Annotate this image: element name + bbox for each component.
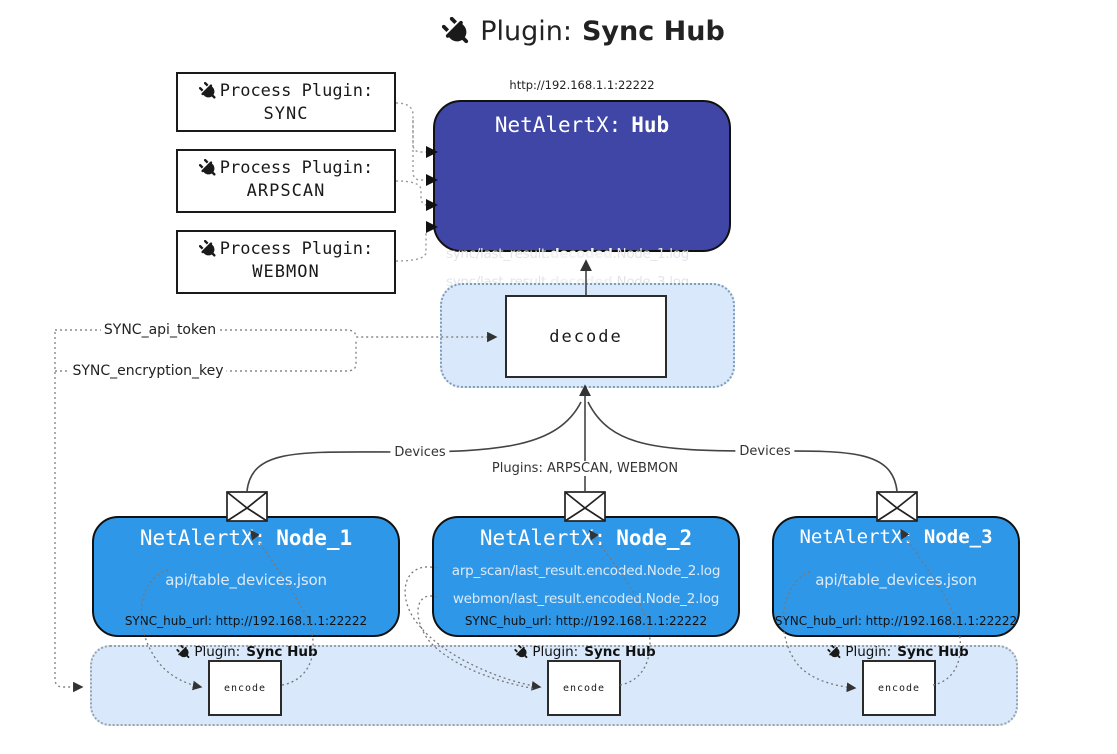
page-title: Plugin: Sync Hub xyxy=(50,16,1117,47)
plug-icon xyxy=(827,645,842,660)
node-hub-url: SYNC_hub_url: http://192.168.1.1:22222 xyxy=(124,614,368,628)
node-title: NetAlertX:Node_3 xyxy=(799,526,993,548)
sync-api-token-label: SYNC_api_token xyxy=(100,322,220,338)
devices-label-left: Devices xyxy=(390,445,450,460)
node-box-1: NetAlertX:Node_1 api/table_devices.json … xyxy=(92,516,400,637)
node-title: NetAlertX:Node_2 xyxy=(479,526,693,550)
node-file: arp_scan/last_result.encoded.Node_2.log xyxy=(451,563,721,579)
encode-plugin-label: Plugin:Sync Hub xyxy=(176,644,318,660)
page-title-name: Sync Hub xyxy=(581,16,725,47)
edge-sync-to-hub-2 xyxy=(412,120,426,181)
plug-icon xyxy=(199,82,218,101)
encode-box: encode xyxy=(208,660,282,716)
node-file: webmon/last_result.encoded.Node_2.log xyxy=(452,591,720,607)
plug-icon xyxy=(199,159,218,178)
process-plugin-label: Process Plugin: xyxy=(219,239,374,259)
encode-box: encode xyxy=(547,660,621,716)
edge-arpscan-to-hub xyxy=(395,180,428,206)
hub-title: NetAlertX:Hub xyxy=(494,113,670,137)
sync-encryption-key-label: SYNC_encryption_key xyxy=(69,363,227,379)
node-hub-url: SYNC_hub_url: http://192.168.1.1:22222 xyxy=(464,614,708,628)
node-file: api/table_devices.json xyxy=(815,571,977,589)
hub-log-line: sync/last_result.decoded.Node_1.log xyxy=(446,246,689,262)
plug-icon xyxy=(199,240,218,259)
page-title-prefix: Plugin: xyxy=(480,16,572,47)
node-title: NetAlertX:Node_1 xyxy=(139,526,353,550)
process-plugin-name: WEBMON xyxy=(252,262,320,282)
edge-sync-to-hub-1 xyxy=(395,102,426,153)
edge-keys-to-band xyxy=(54,332,84,693)
hub-url-label: http://192.168.1.1:22222 xyxy=(509,78,655,92)
process-plugin-label: Process Plugin: xyxy=(219,81,374,101)
process-plugin-name: ARPSCAN xyxy=(246,181,326,201)
process-plugin-label: Process Plugin: xyxy=(219,158,374,178)
plugins-label-middle: Plugins: ARPSCAN, WEBMON xyxy=(487,461,683,476)
process-plugin-box-webmon: Process Plugin: WEBMON xyxy=(176,230,396,294)
decode-box: decode xyxy=(505,295,667,378)
process-plugin-box-arpscan: Process Plugin: ARPSCAN xyxy=(176,149,396,213)
node-box-2: NetAlertX:Node_2 arp_scan/last_result.en… xyxy=(432,516,740,637)
process-plugin-box-sync: Process Plugin: SYNC xyxy=(176,72,396,132)
plug-icon xyxy=(442,17,472,47)
edge-webmon-to-hub xyxy=(395,226,433,262)
plug-icon xyxy=(514,645,529,660)
node-box-3: NetAlertX:Node_3 api/table_devices.json … xyxy=(772,516,1020,637)
encode-plugin-label: Plugin:Sync Hub xyxy=(514,644,656,660)
encode-plugin-label: Plugin:Sync Hub xyxy=(827,644,969,660)
encode-box: encode xyxy=(862,660,936,716)
plug-icon xyxy=(176,645,191,660)
process-plugin-name: SYNC xyxy=(263,104,309,124)
hub-box: NetAlertX:Hub sync/last_result.decoded.N… xyxy=(433,100,731,338)
devices-label-right: Devices xyxy=(735,444,795,459)
node-file: api/table_devices.json xyxy=(165,571,327,589)
node-hub-url: SYNC_hub_url: http://192.168.1.1:22222 xyxy=(774,614,1018,628)
